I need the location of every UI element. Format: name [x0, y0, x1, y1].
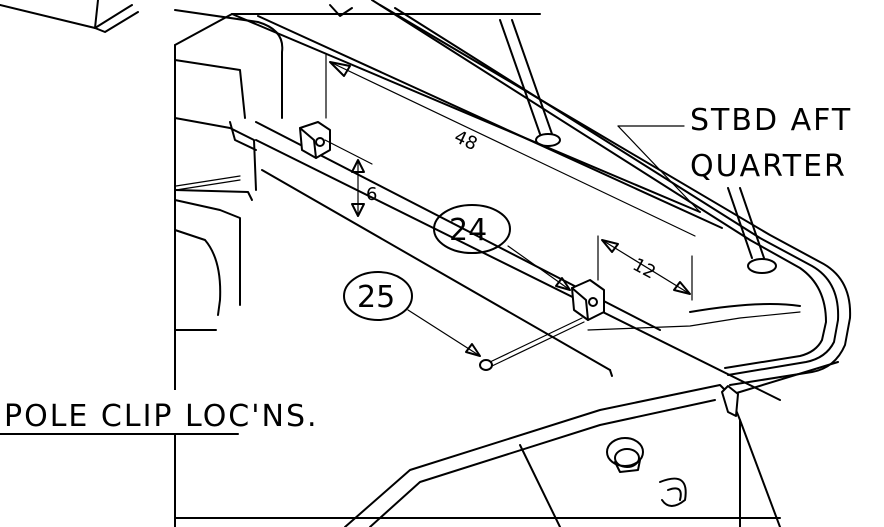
pole-clip-right	[571, 279, 605, 321]
callout-24: 24	[433, 204, 571, 291]
dimension-12: 12	[597, 235, 693, 301]
support-poles	[499, 19, 777, 274]
seat-cushions	[174, 9, 284, 331]
screw	[479, 317, 585, 371]
seat-cushion-top	[0, 0, 139, 33]
location-label-line2: QUARTER	[690, 149, 847, 184]
dimension-6: 6	[324, 139, 377, 217]
callout-24-label: 24	[449, 213, 487, 248]
dimension-48-label: 48	[451, 126, 481, 155]
location-label: STBD AFT QUARTER	[617, 103, 852, 213]
location-label-line1: STBD AFT	[690, 103, 852, 138]
diagram-title: POLE CLIP LOC'NS.	[4, 399, 319, 434]
dimension-6-label: 6	[366, 184, 377, 205]
title-block: POLE CLIP LOC'NS.	[0, 390, 319, 435]
hull-rail	[174, 0, 852, 386]
floor-tray	[344, 361, 839, 527]
dimension-12-label: 12	[629, 254, 659, 283]
callout-25: 25	[343, 271, 481, 357]
pole-clip-left	[299, 121, 331, 159]
callout-25-label: 25	[357, 280, 395, 315]
